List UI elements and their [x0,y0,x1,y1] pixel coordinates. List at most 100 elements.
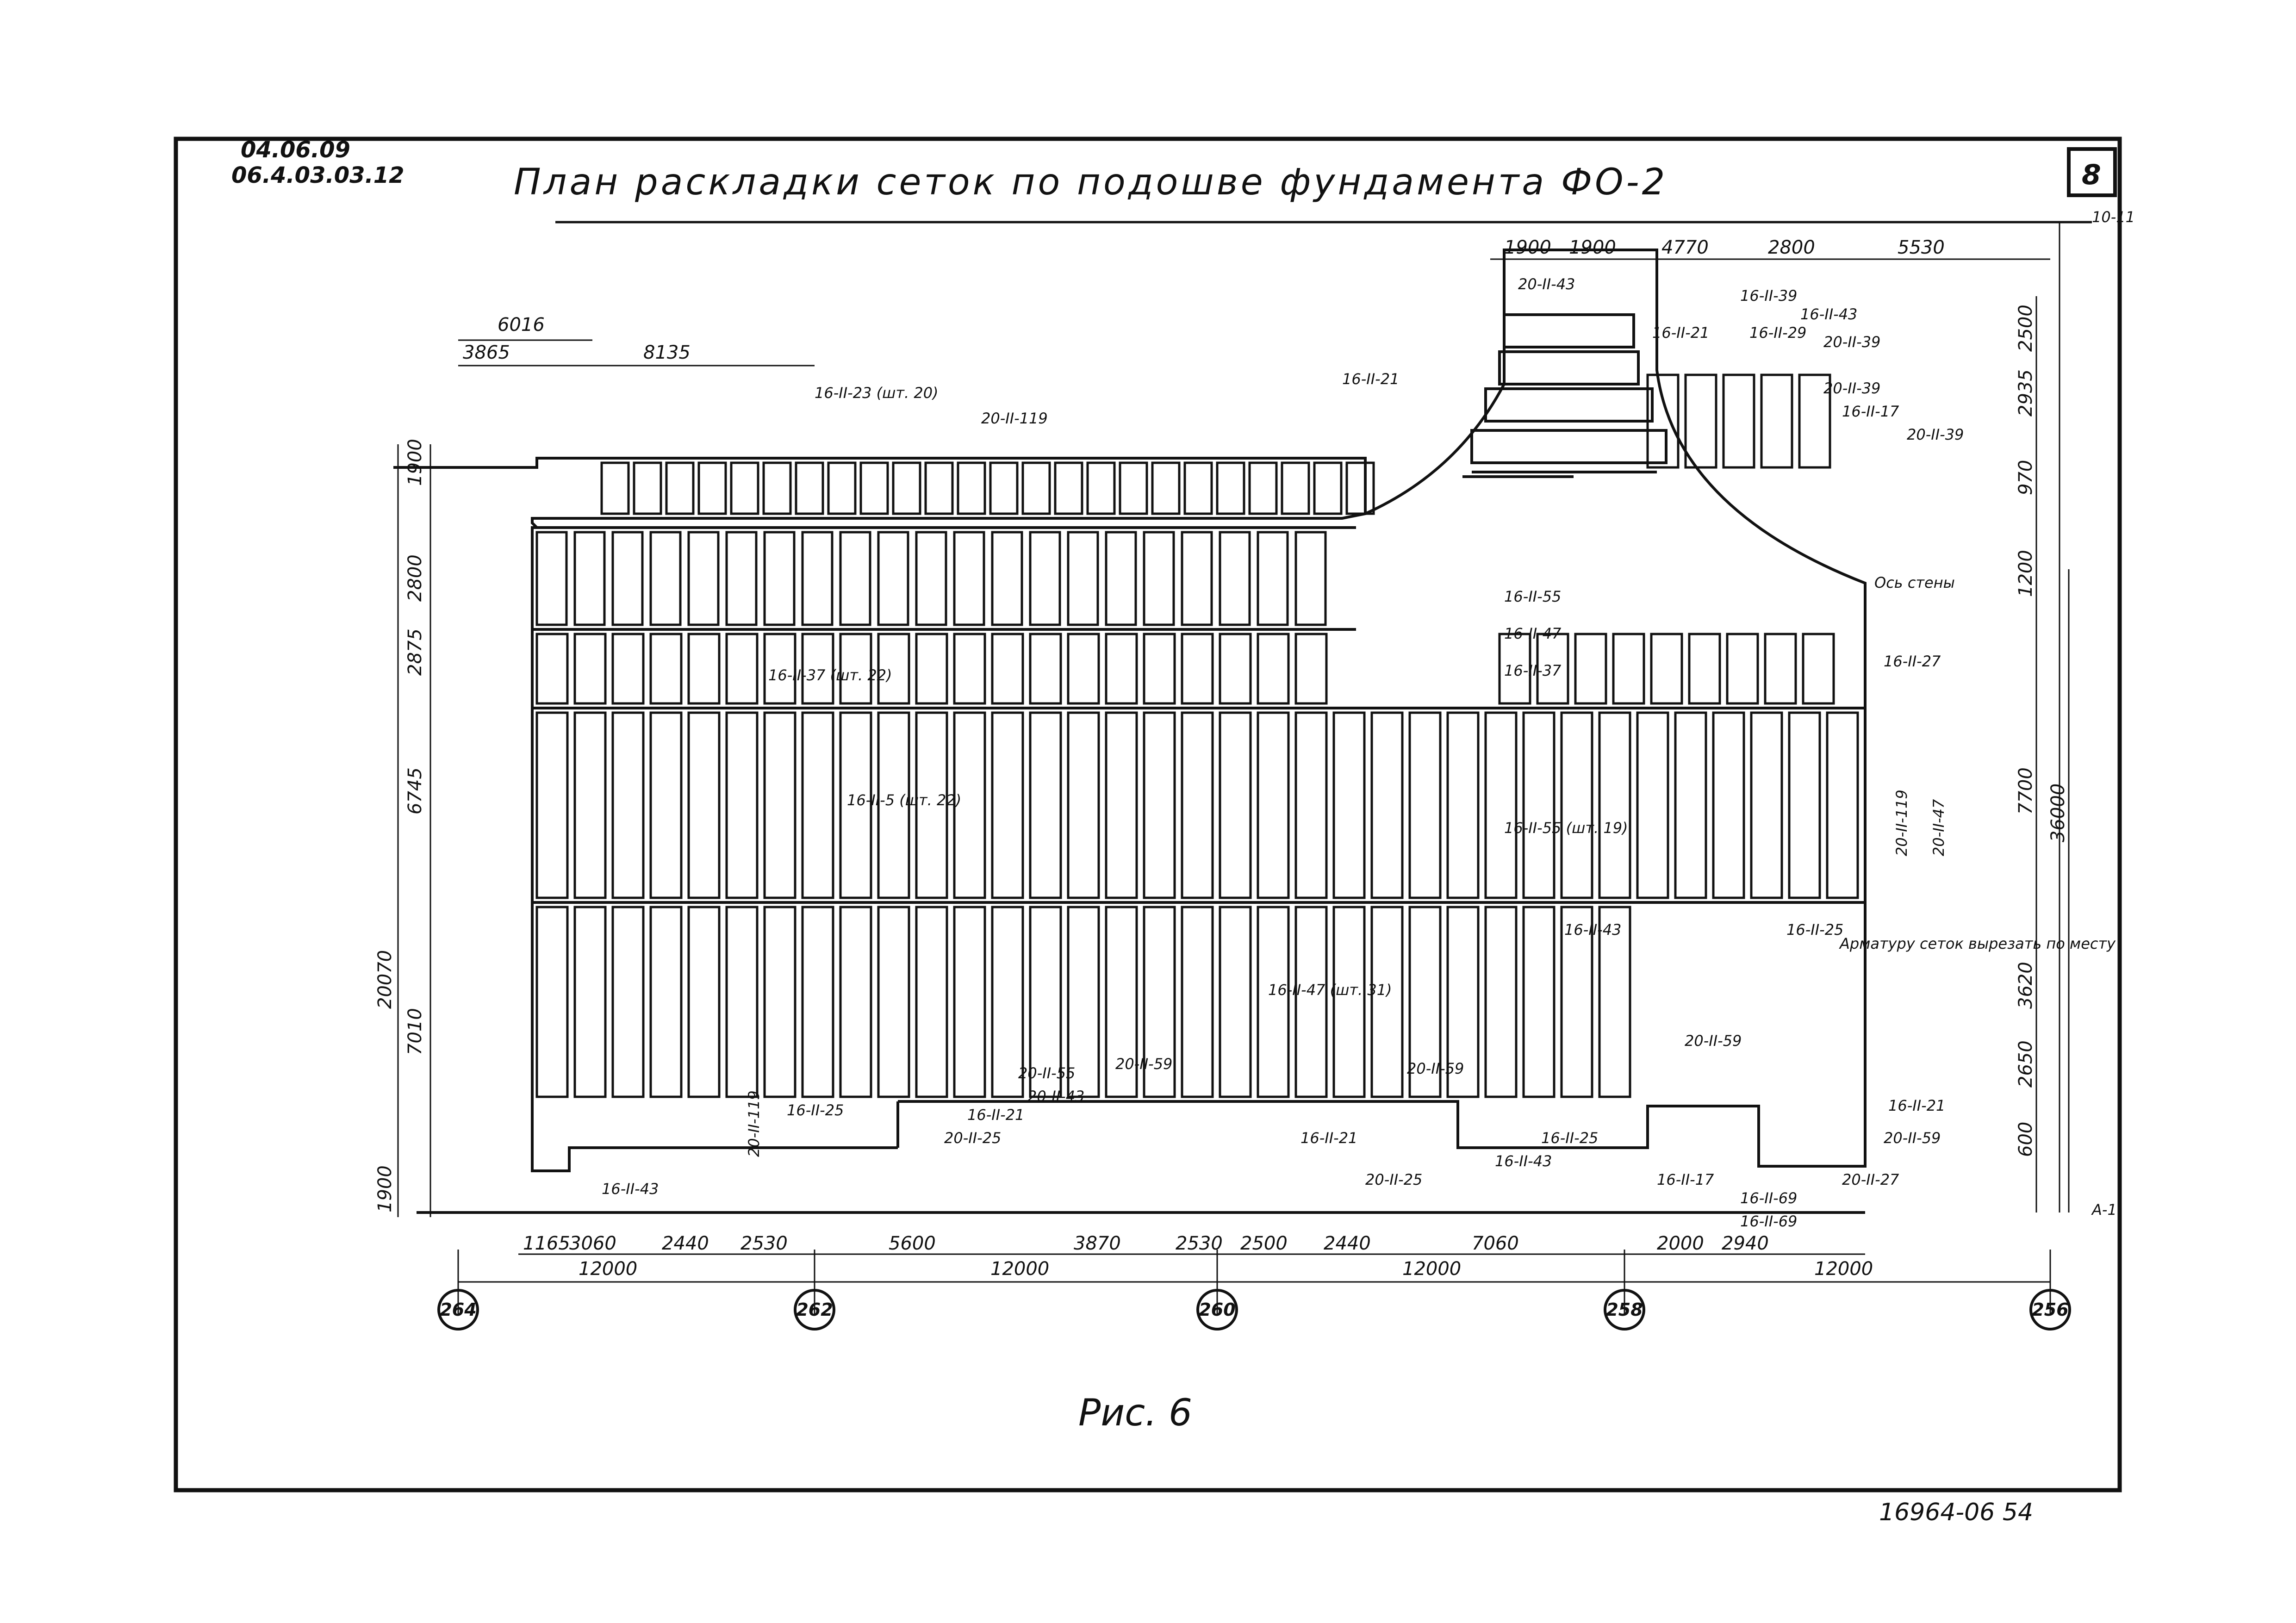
mesh-sheet [991,531,1023,626]
mesh-sheet [1105,531,1137,626]
mesh-sheet [859,461,889,515]
mesh-sheet [1612,633,1645,705]
axis-label: 260 [1199,1300,1235,1320]
dim-span: 12000 [1814,1258,1873,1280]
mesh-sheet [795,461,824,515]
mesh-sheet [1446,711,1480,899]
mesh-sheet [1684,373,1717,469]
label-note: Арматуру сеток вырезать по месту [1839,935,2116,952]
mesh-sheet [535,633,569,705]
mesh-sheet [1332,711,1366,899]
label-b4: 20-II-119 [745,1090,763,1157]
mesh-sheet [535,906,569,1098]
mesh-sheet [1105,633,1138,705]
label-tr1: 20-II-43 [1518,275,1575,293]
dim-top-left: 6016 [498,314,545,336]
label-tr7: 20-II-39 [1823,333,1880,351]
label-r-right2: 20-II-119 [1893,790,1910,856]
mesh-sheet [915,906,948,1098]
label-r-right1: 16-II-27 [1884,653,1941,670]
mesh-sheet [687,633,721,705]
mesh-sheet [1119,461,1148,515]
mesh-sheet [762,461,792,515]
mesh-sheet [991,711,1024,899]
mesh-sheet [600,461,630,515]
mesh-sheet [953,531,985,626]
dim-top-right: 1900 [1569,237,1616,258]
center-block [1462,313,1668,478]
label-r-right3: 20-II-47 [1930,799,1948,856]
mesh-sheet [1219,531,1251,626]
doc-code-line1: 04.06.09 [241,137,350,163]
mesh-sheet [1313,461,1343,515]
dim-top-left: 8135 [643,342,691,363]
label-os: Ось стены [1874,574,1955,591]
mesh-sheet [1143,633,1176,705]
mesh-sheet [687,906,721,1098]
mesh-sheet [1067,906,1100,1098]
mesh-sheet [915,633,948,705]
mesh-sheet [801,906,834,1098]
mesh-sheet [801,711,834,899]
mesh-sheet [915,531,947,626]
mesh-sheet [649,633,683,705]
mesh-sheet [1067,711,1100,899]
label-mid3: 16-II-37 [1504,662,1562,679]
mesh-sheet [611,906,645,1098]
dim-right: 36000 [2047,784,2069,842]
label-b18: 16-II-69 [1740,1189,1797,1207]
mesh-sheet [1788,711,1821,899]
mesh-sheet [1294,906,1328,1098]
mesh-sheet [763,711,796,899]
mesh-sheet [649,531,682,626]
mesh-sheet [730,461,759,515]
label-tr10: 20-II-39 [1907,426,1964,443]
dim-left: 20070 [374,950,396,1009]
label-b14: 16-II-25 [1541,1129,1598,1147]
axis-bubble [2029,1289,2071,1331]
label-row3b: 16-II-55 (шт. 19) [1504,819,1628,837]
mesh-sheet [1294,711,1328,899]
axis-label: 264 [440,1300,476,1320]
dim-right: 2935 [2015,369,2036,417]
label-b16: 20-II-59 [1685,1032,1742,1050]
mesh-sheet [1826,711,1859,899]
axis-bubble [1196,1289,1238,1331]
label-b13: 20-II-59 [1407,1060,1464,1077]
dim-bottom: 3870 [1074,1233,1121,1254]
mesh-sheet [1650,633,1683,705]
label-b3: 16-II-43 [602,1180,659,1198]
mesh-sheet [1370,906,1404,1098]
mesh-sheet [1086,461,1116,515]
mesh-sheet [1067,633,1100,705]
label-b8: 20-II-59 [1115,1055,1172,1073]
dim-right: 600 [2015,1122,2036,1157]
mesh-sheet [1798,373,1831,469]
drawing-title: План раскладки сеток по подошве фундамен… [514,162,1668,203]
mesh-sheet [1219,711,1252,899]
mesh-grid [535,373,1859,1098]
mesh-sheet [801,531,834,626]
mesh-sheet [801,633,834,705]
dim-bottom: 2500 [1240,1233,1288,1254]
mesh-sheet [1029,906,1062,1098]
mesh-sheet [1257,633,1290,705]
mesh-sheet [1294,531,1327,626]
mesh-sheet [1294,633,1328,705]
label-b19: 20-II-27 [1842,1171,1899,1188]
mesh-sheet [1248,461,1278,515]
mesh-sheet [1257,531,1289,626]
mesh-sheet [1143,531,1175,626]
label-row4: 16-II-47 (шт. 31) [1268,981,1392,999]
dim-left: 1900 [404,439,426,486]
axis-label: 256 [2032,1300,2068,1320]
mesh-sheet [649,906,683,1098]
sheet-number-box [2067,147,2117,197]
mesh-sheet [1181,711,1214,899]
mesh-sheet [1760,373,1793,469]
mesh-sheet [1216,461,1245,515]
mesh-sheet [633,461,662,515]
axis-corner-bottom: A-1 [2091,1201,2117,1219]
